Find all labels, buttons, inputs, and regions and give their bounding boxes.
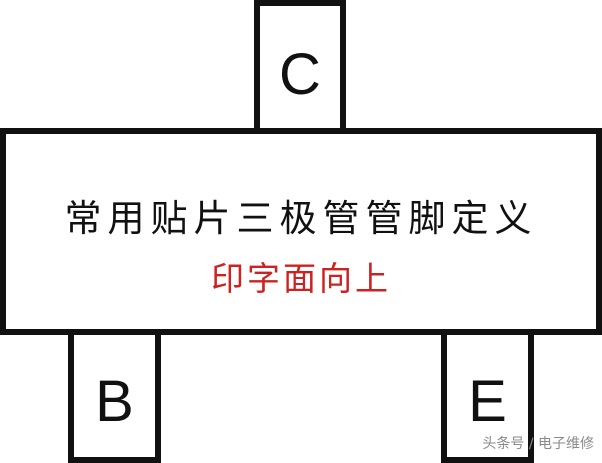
pin-base-label: B (95, 369, 134, 434)
pin-base: B (68, 327, 161, 463)
pin-collector: C (254, 0, 346, 137)
pin-collector-label: C (279, 42, 321, 107)
watermark: 头条号 / 电子维修 (482, 436, 594, 452)
pin-emitter-label: E (468, 369, 507, 434)
pin-emitter: E (441, 327, 534, 463)
package-subtitle: 印字面向上 (211, 259, 391, 298)
package-title: 常用贴片三极管管脚定义 (64, 197, 538, 240)
package-body: 常用贴片三极管管脚定义 印字面向上 (0, 128, 602, 335)
